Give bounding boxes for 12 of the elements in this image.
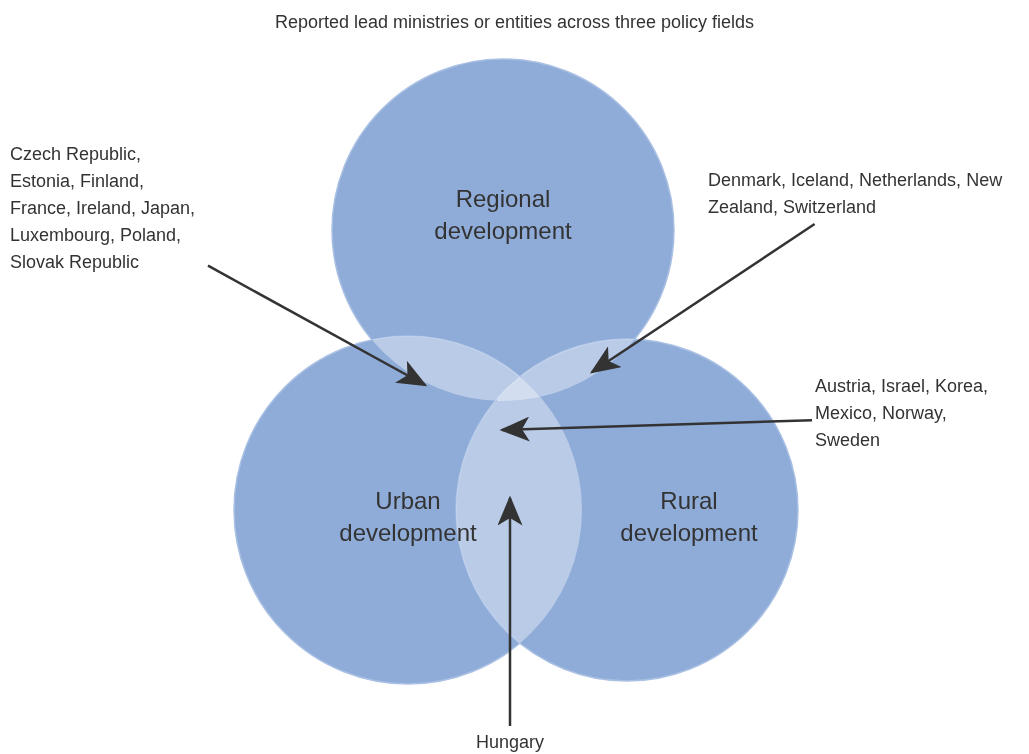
country-list: Hungary (470, 729, 550, 754)
country-list: Czech Republic, Estonia, Finland, France, Ireland, Japan, Luxembourg, Poland, Slovak Republic (10, 141, 205, 276)
circle-label: Urban development (338, 486, 478, 548)
country-list: Austria, Israel, Korea, Mexico, Norway, Sweden (815, 373, 993, 454)
leader-arrow (207, 264, 428, 387)
leader-arrow (497, 495, 523, 726)
circle-label: Rural development (619, 486, 759, 548)
circle-label: Regional development (433, 184, 573, 246)
chart-title: Reported lead ministries or entities across three policy fields (273, 12, 756, 33)
leader-arrow (499, 416, 813, 442)
leader-arrow (589, 222, 816, 374)
country-list: Denmark, Iceland, Netherlands, New Zealand, Switzerland (708, 167, 1008, 221)
